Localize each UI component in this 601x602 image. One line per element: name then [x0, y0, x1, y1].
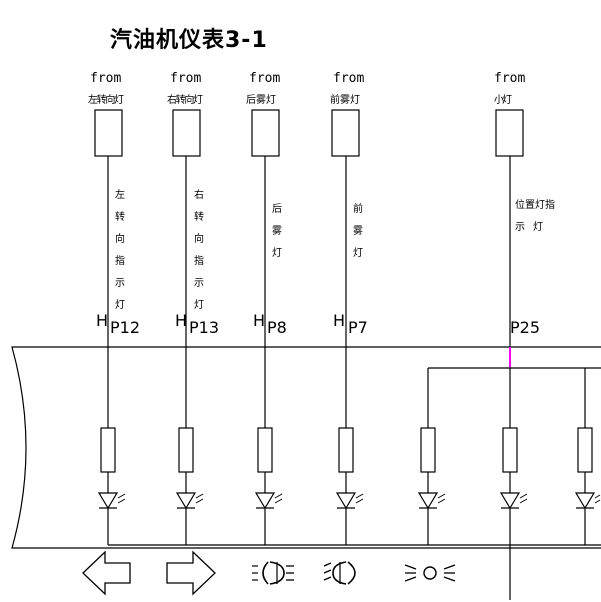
pin-label: P13 — [189, 318, 219, 337]
led-icon — [335, 492, 364, 510]
resistors — [100, 427, 593, 473]
signal-char: 指 — [115, 254, 125, 267]
resistor — [338, 427, 354, 473]
resistor — [577, 427, 593, 473]
pin-prefix: H — [96, 311, 108, 330]
channel-position-lamp: from 小灯 位置灯指 示灯 P25 — [494, 71, 555, 600]
resistor — [178, 427, 194, 473]
channel-rear-fog: from 后雾灯 后 雾 灯 H P8 — [246, 71, 287, 545]
left-arrow-icon — [82, 550, 131, 596]
signal-char: 前 — [353, 202, 363, 215]
front-fog-lamp-icon — [323, 561, 356, 585]
resistor — [420, 427, 436, 473]
source-label: 前雾灯 — [330, 93, 360, 106]
led-icon — [499, 492, 528, 510]
signal-char: 示灯 — [515, 221, 543, 233]
connector-box — [331, 109, 360, 157]
led-icon — [417, 492, 446, 510]
connector-box — [495, 109, 524, 157]
signal-char: 指 — [194, 254, 204, 267]
led-icon — [97, 492, 126, 510]
from-label: from — [90, 71, 121, 86]
channel-right-turn: from 右转向灯 右 转 向 指 示 灯 H P13 — [167, 71, 219, 545]
resistor — [257, 427, 273, 473]
signal-char: 向 — [194, 232, 204, 245]
connector-box — [251, 109, 280, 157]
signal-char: 灯 — [194, 299, 204, 311]
source-label: 左转向灯 — [88, 93, 124, 106]
signal-char: 位置灯指 — [515, 198, 555, 211]
pin-prefix: H — [253, 311, 265, 330]
signal-char: 雾 — [353, 225, 363, 237]
right-arrow-icon — [166, 550, 216, 596]
source-label: 右转向灯 — [167, 93, 203, 106]
signal-char: 左 — [115, 188, 125, 201]
signal-char: 灯 — [115, 299, 125, 311]
signal-char: 示 — [115, 278, 125, 289]
rear-fog-lamp-icon — [252, 561, 294, 585]
signal-char: 转 — [115, 210, 125, 223]
signal-char: 示 — [194, 278, 204, 289]
pin-prefix: H — [333, 311, 345, 330]
leds — [97, 492, 601, 510]
from-label: from — [170, 71, 201, 86]
signal-char: 后 — [272, 203, 282, 215]
diagram-title: 汽油机仪表3-1 — [110, 28, 268, 53]
pin-label: P25 — [510, 318, 540, 337]
channel-left-turn: from 左转向灯 左 转 向 指 示 灯 H P12 — [88, 71, 140, 545]
signal-char: 灯 — [353, 247, 363, 259]
from-label: from — [249, 71, 280, 86]
led-icon — [574, 492, 601, 510]
source-label: 小灯 — [494, 94, 512, 106]
led-icon — [254, 492, 283, 510]
pin-label: P8 — [267, 318, 287, 337]
pin-label: P7 — [348, 318, 368, 337]
resistor — [100, 427, 116, 473]
pin-prefix: H — [175, 311, 187, 330]
connector-box — [94, 109, 123, 157]
from-label: from — [494, 71, 525, 86]
instrument-outline — [11, 346, 601, 549]
connector-box — [172, 109, 201, 157]
pin-label: P12 — [110, 318, 140, 337]
source-label: 后雾灯 — [246, 94, 276, 106]
resistor — [502, 427, 518, 473]
signal-char: 右 — [194, 188, 204, 201]
signal-char: 向 — [115, 232, 125, 245]
from-label: from — [333, 71, 364, 86]
channel-front-fog: from 前雾灯 前 雾 灯 H P7 — [330, 71, 368, 545]
signal-char: 灯 — [272, 247, 282, 259]
signal-char: 转 — [194, 210, 204, 223]
led-icon — [175, 492, 204, 510]
signal-char: 雾 — [272, 225, 282, 237]
position-lamp-icon — [404, 564, 456, 582]
